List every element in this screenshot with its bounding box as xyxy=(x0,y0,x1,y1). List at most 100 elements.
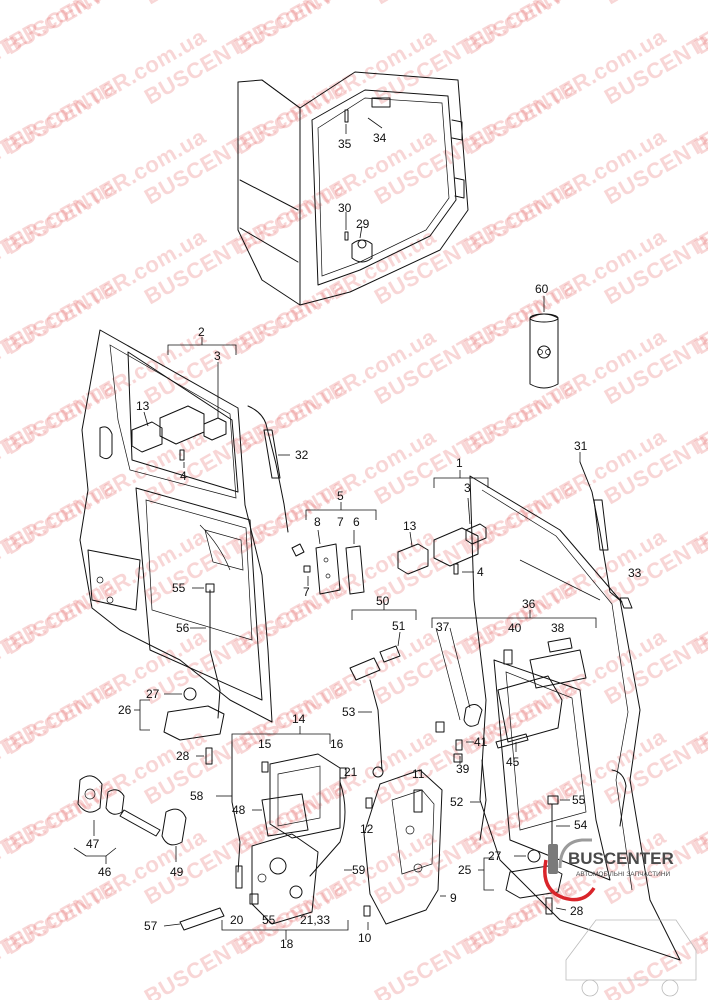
part-number-labels: 34 35 30 29 60 2 3 13 4 32 31 1 3 5 8 7 … xyxy=(86,131,642,951)
part-55-clip xyxy=(205,583,215,593)
part-14-lock-assembly xyxy=(231,726,347,839)
part-number-38: 38 xyxy=(551,621,565,635)
part-number-58: 58 xyxy=(190,789,204,803)
part-number-54: 54 xyxy=(574,818,588,832)
part-1-hinge xyxy=(433,527,479,567)
part-number-49: 49 xyxy=(170,865,184,879)
part-21-nut xyxy=(372,766,384,778)
part-5-group xyxy=(291,502,377,595)
part-50-group xyxy=(349,602,417,771)
part-number-47: 47 xyxy=(86,837,100,851)
part-30-bolt xyxy=(344,231,349,241)
part-number-26: 26 xyxy=(118,703,132,717)
part-number-33: 33 xyxy=(628,566,642,580)
part-number-59: 59 xyxy=(352,863,366,877)
part-13-block xyxy=(131,421,163,453)
part-number-46: 46 xyxy=(98,865,112,879)
part-32-rod xyxy=(247,405,290,533)
part-number-45: 45 xyxy=(506,755,520,769)
part-number-13-right: 13 xyxy=(403,519,417,533)
part-number-7-lower: 7 xyxy=(303,585,310,599)
part-number-13: 13 xyxy=(136,399,150,413)
part-number-12: 12 xyxy=(360,822,374,836)
part-31-rod xyxy=(579,452,633,609)
part-number-36: 36 xyxy=(522,597,536,611)
right-sliding-door-panel xyxy=(469,475,681,961)
part-41-screw xyxy=(455,739,463,751)
part-number-32: 32 xyxy=(295,448,309,462)
part-number-30: 30 xyxy=(338,201,352,215)
part-38-tab xyxy=(547,637,573,653)
part-number-4: 4 xyxy=(180,469,187,483)
part-number-53: 53 xyxy=(342,705,356,719)
part-36-housing xyxy=(529,649,587,689)
part-10-screw xyxy=(363,905,371,917)
part-34-striker xyxy=(371,97,391,108)
part-number-31: 31 xyxy=(574,439,588,453)
hinge-group-right xyxy=(397,470,489,575)
part-57-bolt xyxy=(179,907,225,931)
part-number-2: 2 xyxy=(198,325,205,339)
part-55-clip-right xyxy=(547,795,559,805)
part-60-canister xyxy=(529,296,559,389)
buscenter-logo: BUSCENTER АВТОМОБІЛЬНІ ЗАПЧАСТИНИ xyxy=(543,838,674,902)
part-51-clip xyxy=(379,645,401,663)
part-45-bolt xyxy=(495,733,529,749)
part-number-41: 41 xyxy=(474,735,488,749)
part-number-15: 15 xyxy=(258,737,272,751)
part-number-27: 27 xyxy=(146,687,160,701)
part-number-3: 3 xyxy=(214,349,221,363)
part-26-striker xyxy=(163,705,225,741)
part-33-clip xyxy=(619,597,633,609)
hinge-group-left xyxy=(131,337,237,468)
part-7-plate xyxy=(315,543,341,595)
part-number-16: 16 xyxy=(330,737,344,751)
part-number-52: 52 xyxy=(450,795,464,809)
part-3-pin-right xyxy=(465,523,487,545)
logo-tagline: АВТОМОБІЛЬНІ ЗАПЧАСТИНИ xyxy=(576,871,671,878)
part-number-35: 35 xyxy=(338,137,352,151)
part-58-cable xyxy=(216,741,241,873)
part-number-55-right: 55 xyxy=(572,793,586,807)
part-12-screw xyxy=(365,797,373,809)
part-number-28: 28 xyxy=(176,749,190,763)
part-number-14: 14 xyxy=(292,712,306,726)
part-number-39: 39 xyxy=(456,762,470,776)
part-26-group xyxy=(134,687,225,765)
watermark-text: BUSCENTER.com.ua xyxy=(0,874,120,1000)
part-47-cover xyxy=(77,775,103,813)
part-46-cylinder xyxy=(119,809,161,837)
part-number-40: 40 xyxy=(508,621,522,635)
part-number-29: 29 xyxy=(356,217,370,231)
logo-car-sketch xyxy=(565,919,697,997)
part-number-3-right: 3 xyxy=(464,481,471,495)
part-number-21: 21 xyxy=(344,765,358,779)
part-3-pin xyxy=(203,417,227,441)
part-29-latch xyxy=(351,239,373,263)
part-36-group xyxy=(431,610,597,764)
part-55-clip-lower xyxy=(249,893,259,905)
part-11-clip xyxy=(413,789,423,813)
part-15-clip xyxy=(261,761,269,773)
left-sliding-door-panel xyxy=(79,329,273,723)
part-6-handle xyxy=(345,545,365,595)
part-49-cap xyxy=(161,808,187,846)
part-number-28-right: 28 xyxy=(570,904,584,918)
part-39-clip xyxy=(453,753,463,763)
part-28-bolt-right xyxy=(545,897,553,915)
part-27-nut-right xyxy=(527,849,541,863)
part-number-25: 25 xyxy=(458,863,472,877)
part-number-6: 6 xyxy=(353,515,360,529)
part-number-8: 8 xyxy=(314,515,321,529)
part-number-11: 11 xyxy=(412,767,425,781)
part-48-plate xyxy=(261,793,309,837)
lock-cylinder-group xyxy=(73,775,187,864)
part-52-rod xyxy=(470,759,487,841)
part-59-cable xyxy=(309,781,352,877)
part-number-18: 18 xyxy=(280,937,294,951)
part-number-9: 9 xyxy=(450,891,457,905)
logo-brand-text: BUSCENTER xyxy=(568,849,674,868)
part-number-51: 51 xyxy=(392,619,406,633)
